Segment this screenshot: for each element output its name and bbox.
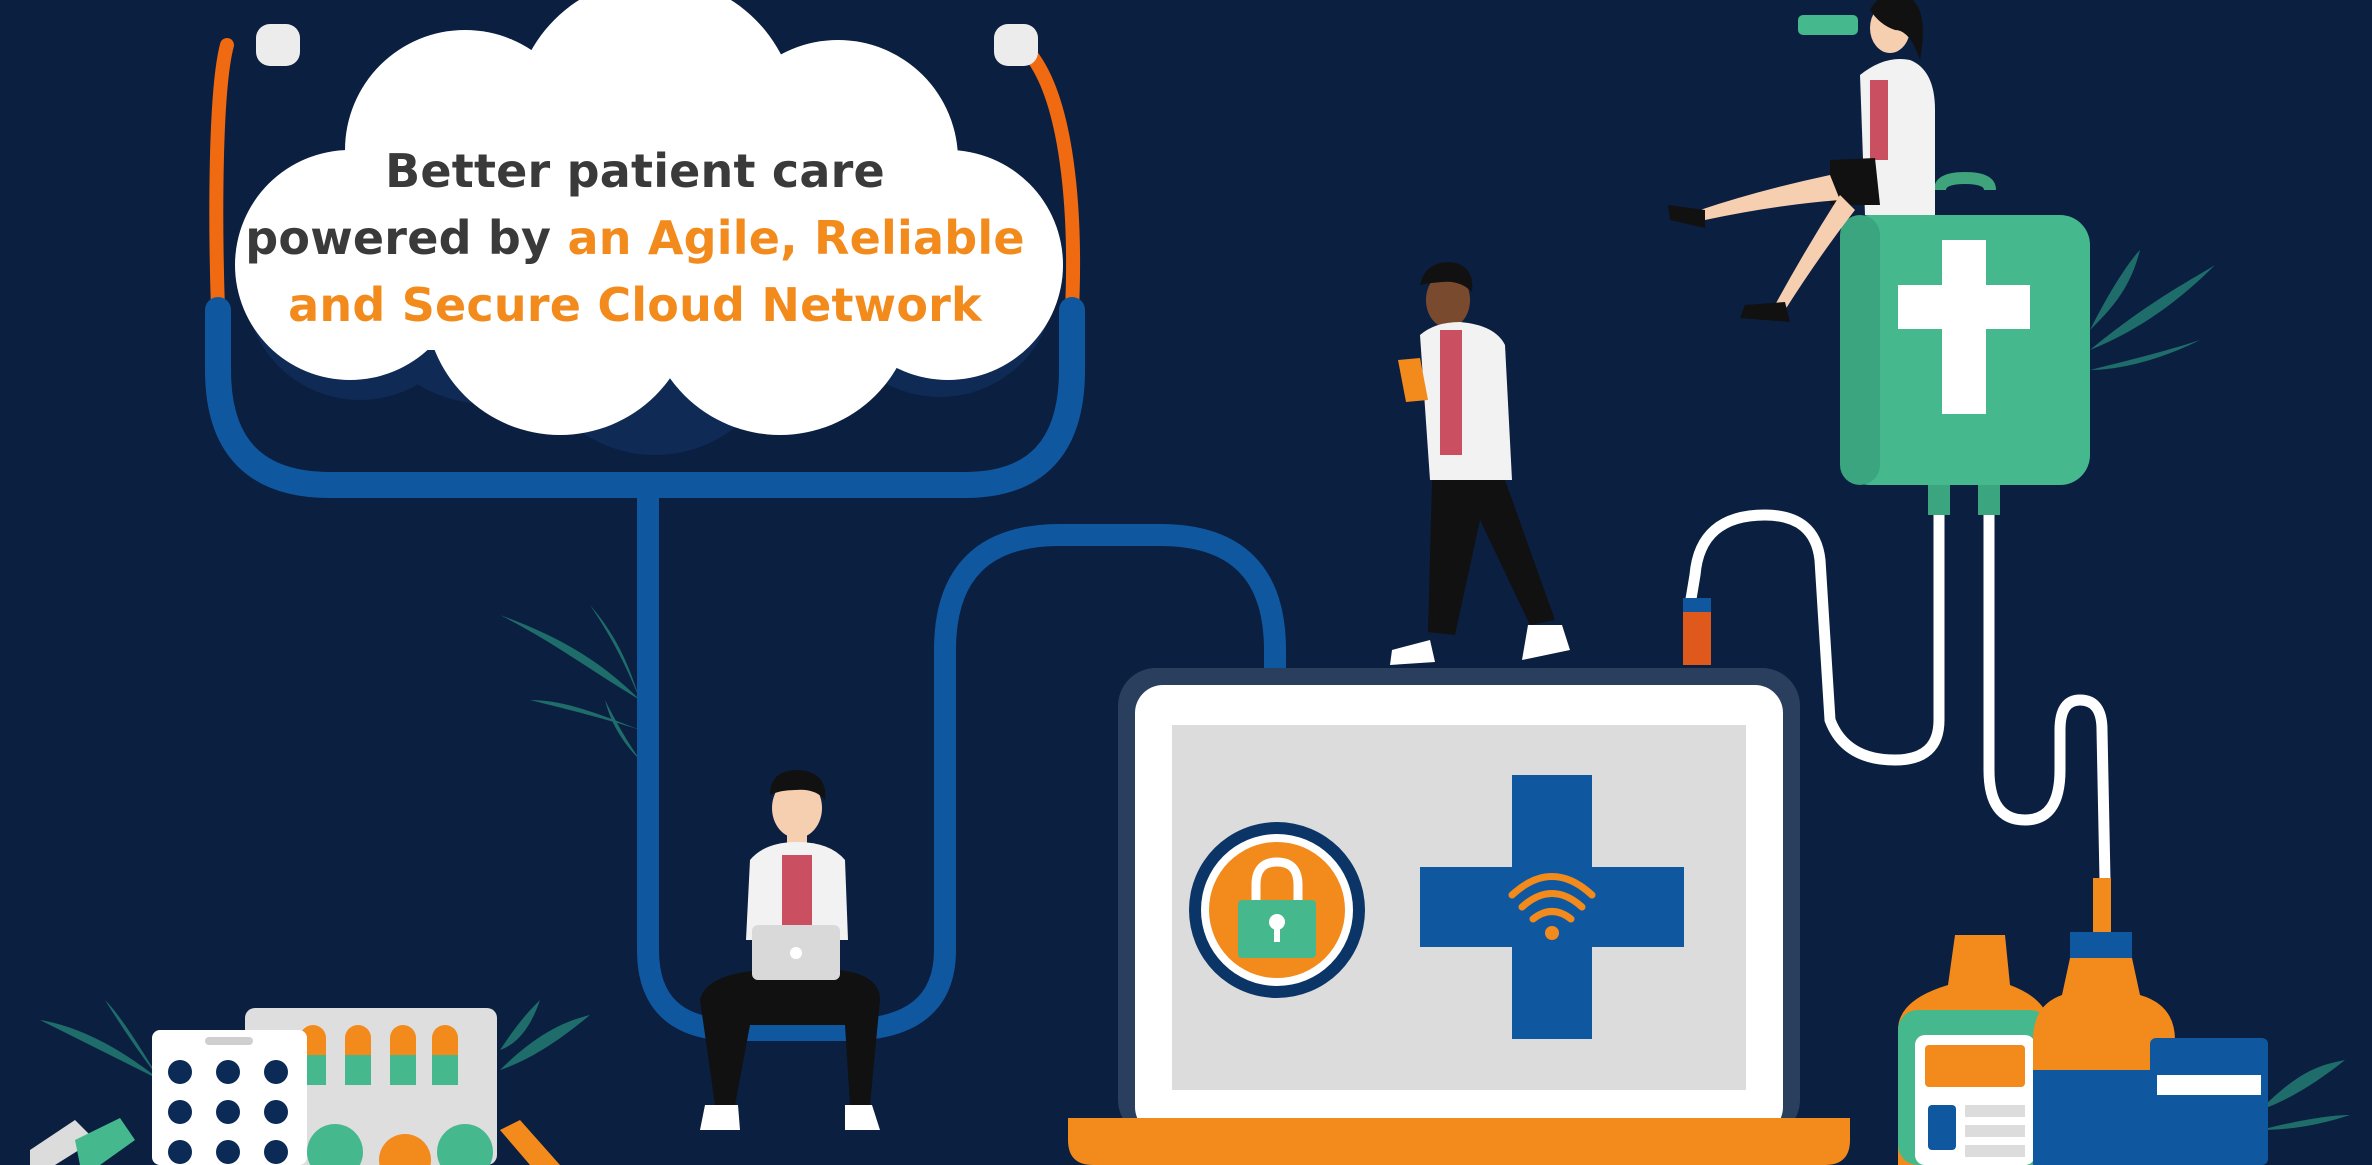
wifi-icon xyxy=(1508,873,1596,940)
headline: Better patient care powered by an Agile,… xyxy=(230,138,1040,339)
iv-bag-icon xyxy=(1683,171,2111,881)
padlock-icon xyxy=(1189,822,1365,998)
cloud-icon xyxy=(235,0,1063,455)
medicine-bottles xyxy=(1898,878,2268,1165)
headline-line-2: powered by an Agile, Reliable xyxy=(230,205,1040,272)
headline-line-3: and Secure Cloud Network xyxy=(230,272,1040,339)
headline-line-1: Better patient care xyxy=(230,138,1040,205)
leaves-bottom-right xyxy=(2260,1060,2350,1130)
person-with-binoculars xyxy=(1668,0,1935,322)
headline-line-1-text: Better patient care xyxy=(385,144,885,198)
pill-packs xyxy=(30,1008,560,1165)
headline-line-3-text: and Secure Cloud Network xyxy=(288,278,982,332)
headline-line-2-accent: an Agile, Reliable xyxy=(567,211,1025,265)
person-sitting-with-laptop xyxy=(700,770,880,1130)
leaves-bottom-left xyxy=(40,1000,590,1080)
person-walking-with-tablet xyxy=(1390,262,1570,665)
headline-line-2-prefix: powered by xyxy=(245,211,568,265)
stethoscope-icon xyxy=(205,24,1286,1041)
leaves-right-top xyxy=(2090,250,2215,370)
